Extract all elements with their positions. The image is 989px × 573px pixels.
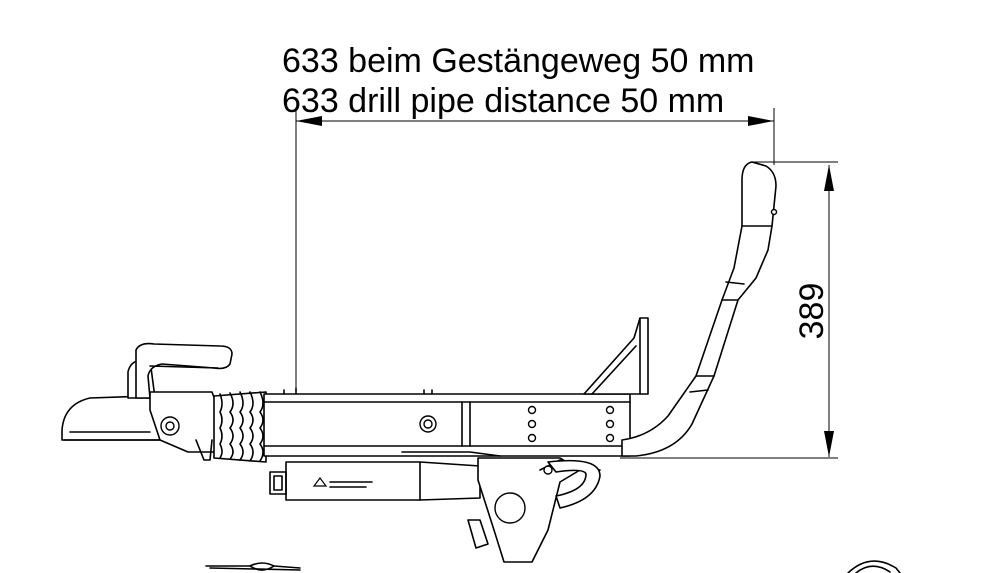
- dimension-label-vertical: 389: [793, 283, 831, 340]
- dimension-label-english: 633 drill pipe distance 50 mm: [282, 82, 724, 120]
- vertical-dimension: [620, 161, 838, 459]
- coupling-head: [61, 342, 233, 461]
- breakaway-cable: [205, 562, 301, 571]
- bellows: [213, 391, 267, 463]
- damper: [269, 451, 501, 501]
- top-bracket: [583, 317, 649, 395]
- partial-part: [847, 560, 901, 573]
- dimension-label-german: 633 beim Gestängeweg 50 mm: [282, 42, 754, 80]
- handbrake-lever: [621, 161, 778, 457]
- horizontal-dimension: [295, 108, 775, 440]
- drawbar-tube: [263, 387, 631, 457]
- support-leg: [467, 457, 601, 563]
